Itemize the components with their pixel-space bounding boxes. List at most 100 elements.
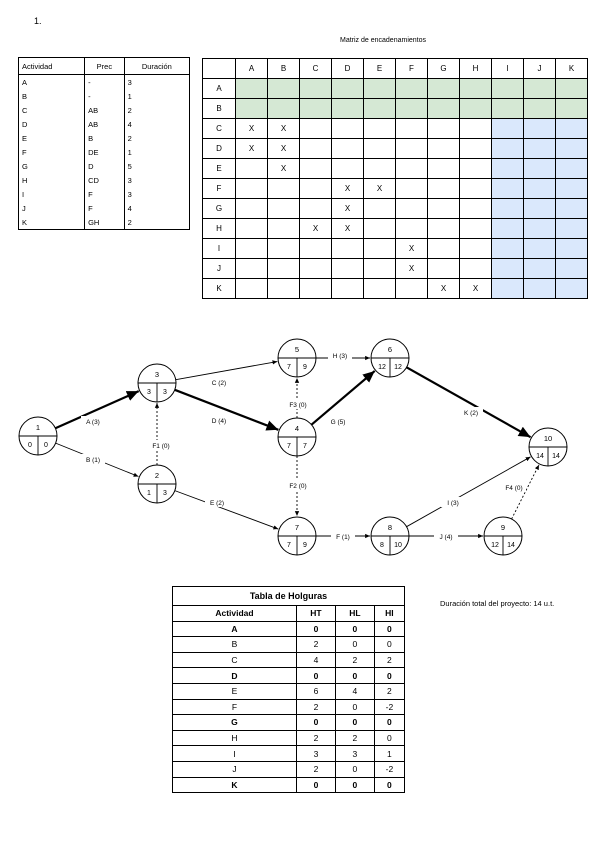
slack-table-cell: 0 xyxy=(334,667,375,684)
activity-table-cell: - xyxy=(84,89,125,103)
project-network-diagram: A (3)B (1)F1 (0)C (2)D (4)E (2)F3 (0)G (… xyxy=(18,338,568,556)
matrix-row: A xyxy=(202,78,588,99)
matrix-cell: X xyxy=(267,158,300,179)
node-early-time: 7 xyxy=(287,542,291,549)
matrix-cell xyxy=(395,278,428,299)
matrix-cell xyxy=(523,258,556,279)
activity-table-cell: 3 xyxy=(123,173,191,187)
activity-table-cell: J xyxy=(17,201,86,215)
matrix-cell xyxy=(299,98,332,119)
slack-table-cell: 0 xyxy=(373,714,406,731)
edge-label-bg xyxy=(205,497,229,507)
node-early-time: 7 xyxy=(287,443,291,450)
slack-table-cell: 3 xyxy=(295,745,336,762)
node-late-time: 0 xyxy=(44,442,48,449)
matrix-cell xyxy=(491,278,524,299)
matrix-cell xyxy=(427,158,460,179)
edge-label: F4 (0) xyxy=(505,485,522,492)
slack-table-cell: 2 xyxy=(295,698,336,716)
slack-table-cell: C xyxy=(172,651,297,669)
activity-table-cell: 5 xyxy=(123,159,191,173)
network-edge xyxy=(406,366,532,439)
node-id: 7 xyxy=(295,523,299,532)
activity-table-cell: 2 xyxy=(123,103,191,117)
edge-label-bg xyxy=(331,531,355,541)
matrix-cell xyxy=(555,278,588,299)
matrix-cell xyxy=(491,78,524,99)
matrix-cell xyxy=(491,198,524,219)
matrix-row: B xyxy=(202,98,588,119)
node-early-time: 1 xyxy=(147,490,151,497)
matrix-cell xyxy=(235,178,268,199)
matrix-cell xyxy=(363,258,396,279)
matrix-cell xyxy=(555,138,588,159)
edge-label: F (1) xyxy=(336,534,350,541)
slack-table-cell: 0 xyxy=(334,714,375,731)
node-early-time: 8 xyxy=(380,542,384,549)
matrix-row-header: G xyxy=(202,198,236,219)
matrix-cell xyxy=(299,158,332,179)
slack-table-cell: E xyxy=(172,682,297,700)
matrix-cell: X xyxy=(299,218,332,239)
slack-table-cell: 0 xyxy=(373,620,406,638)
matrix-cell xyxy=(299,198,332,219)
activity-table-header: Actividad xyxy=(17,57,86,75)
matrix-cell xyxy=(555,238,588,259)
node-late-time: 10 xyxy=(394,542,402,549)
matrix-cell xyxy=(267,98,300,119)
node-id: 3 xyxy=(155,370,159,379)
matrix-column-header: F xyxy=(395,58,428,79)
matrix-cell xyxy=(427,218,460,239)
matrix-cell xyxy=(235,158,268,179)
slack-table-cell: 0 xyxy=(334,760,375,778)
matrix-cell xyxy=(331,118,364,139)
matrix-cell xyxy=(555,78,588,99)
edge-label-bg xyxy=(328,350,352,360)
slack-table-cell: B xyxy=(172,636,297,653)
activity-table-cell: 4 xyxy=(123,117,191,131)
activity-table-cell: C xyxy=(17,103,86,117)
matrix-cell xyxy=(363,198,396,219)
edge-label-bg xyxy=(459,407,483,417)
matrix-row-header: K xyxy=(202,278,236,299)
matrix-cell: X xyxy=(331,178,364,199)
matrix-cell xyxy=(363,158,396,179)
matrix-cell: X xyxy=(267,138,300,159)
matrix-cell xyxy=(395,98,428,119)
matrix-column-header: A xyxy=(235,58,268,79)
matrix-cell xyxy=(491,238,524,259)
matrix-cell xyxy=(299,258,332,279)
node-id: 6 xyxy=(388,345,392,354)
matrix-cell xyxy=(363,78,396,99)
matrix-cell xyxy=(523,158,556,179)
edge-label-bg xyxy=(286,480,310,490)
activity-table-cell: 1 xyxy=(123,145,191,159)
slack-table-cell: 0 xyxy=(334,698,375,716)
activity-table-cell: D xyxy=(84,159,125,173)
matrix-cell: X xyxy=(363,178,396,199)
node-id: 10 xyxy=(544,434,552,443)
matrix-row-header: C xyxy=(202,118,236,139)
node-late-time: 14 xyxy=(507,542,515,549)
matrix-cell xyxy=(363,118,396,139)
matrix-cell xyxy=(459,98,492,119)
network-edge xyxy=(54,390,140,430)
edge-label: K (2) xyxy=(464,410,478,417)
matrix-cell xyxy=(523,138,556,159)
edge-label-bg xyxy=(81,416,105,426)
